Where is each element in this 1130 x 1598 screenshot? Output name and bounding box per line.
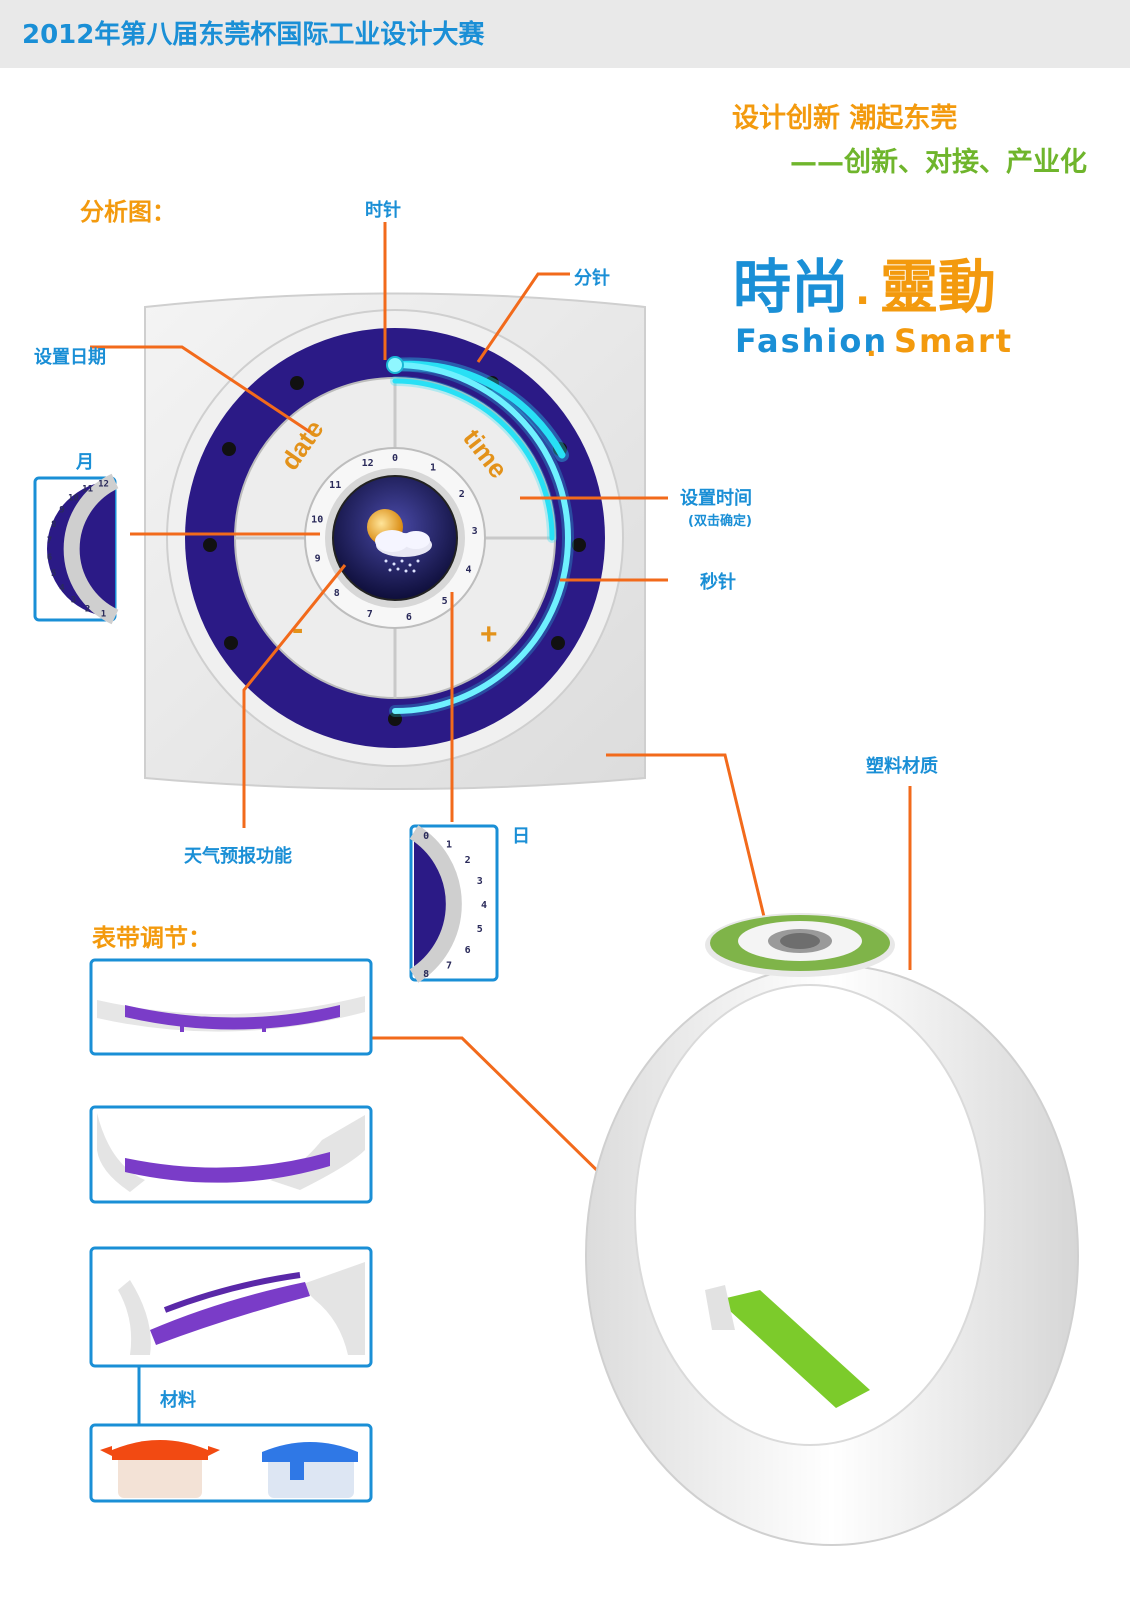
- strap-frame-1: [89, 958, 373, 1056]
- day-digit-0: 0: [423, 831, 429, 842]
- month-digit-6: 6: [47, 553, 52, 563]
- month-digit-4: 8: [51, 520, 56, 530]
- day-dial-numbers: 0 1 23 4 56 7 8: [423, 831, 487, 980]
- dial-digit-6: 6: [406, 612, 412, 623]
- headline-dot: .: [855, 268, 871, 314]
- day-digit-7: 7: [446, 961, 452, 972]
- month-digit-5: 7: [47, 536, 52, 546]
- label-weather: 天气预报功能: [184, 846, 292, 867]
- dial-digit-1: 1: [430, 463, 436, 474]
- weather-cloud-sun-icon: [367, 509, 432, 573]
- red-container-image: [100, 1440, 220, 1498]
- bracelet-render: [585, 913, 1079, 1546]
- blue-container-image: [262, 1442, 358, 1498]
- dial-digit-2: 2: [459, 489, 465, 500]
- month-digit-9: 3: [71, 596, 76, 606]
- month-digit-8: 4: [59, 584, 65, 594]
- dial-digit-8: 8: [334, 588, 340, 599]
- headline-en-smart: Smart: [894, 322, 1014, 360]
- dial-digit-0: 0: [392, 453, 398, 464]
- month-digit-2: 10: [68, 493, 79, 503]
- dial-digit-3: 3: [472, 526, 478, 537]
- dial-digit-4: 4: [465, 565, 471, 576]
- headline-cn-smart: 靈動: [880, 253, 997, 321]
- label-day: 日: [512, 826, 530, 847]
- dial-digit-11: 11: [329, 480, 341, 491]
- page-title: 2012年第八届东莞杯国际工业设计大赛: [22, 20, 485, 50]
- dial-digit-12: 12: [362, 458, 374, 469]
- slogan-line-2: ——创新、对接、产业化: [790, 147, 1087, 178]
- label-set-time: 设置时间: [680, 488, 752, 509]
- dial-minus-sign: -: [292, 610, 303, 648]
- month-digit-7: 5: [51, 569, 56, 579]
- header-bar: [0, 0, 1130, 68]
- label-hour-hand: 时针: [365, 200, 401, 221]
- label-second-hand: 秒针: [700, 572, 736, 593]
- analysis-section-title: 分析图：: [80, 198, 176, 226]
- day-digit-5: 5: [477, 924, 483, 935]
- dial-digit-9: 9: [315, 554, 321, 565]
- strap-section-title: 表带调节：: [92, 924, 212, 952]
- glow-hands: [388, 357, 574, 717]
- slogan-line-1: 设计创新 潮起东莞: [732, 103, 958, 134]
- label-minute-hand: 分针: [574, 268, 610, 289]
- month-digit-11: 1: [101, 610, 106, 620]
- label-set-date: 设置日期: [34, 347, 106, 368]
- hour-markers: [203, 376, 586, 726]
- day-digit-4: 4: [481, 900, 487, 911]
- month-digit-3: 9: [59, 505, 64, 515]
- hour-hand-knob: [386, 356, 404, 374]
- month-digit-0: 12: [98, 480, 109, 490]
- month-digit-10: 2: [85, 605, 90, 615]
- headline-en-fashion: Fashion: [735, 322, 889, 360]
- dial-digit-5: 5: [442, 596, 448, 607]
- month-digit-1: 11: [82, 485, 93, 495]
- label-set-time-note: (双击确定): [688, 514, 752, 529]
- dial-digit-10: 10: [311, 515, 323, 526]
- dial-plus-sign: +: [480, 618, 498, 651]
- label-plastic: 塑料材质: [866, 756, 938, 777]
- headline-cn-fashion: 時尚: [733, 253, 850, 321]
- day-digit-1: 1: [446, 839, 452, 850]
- dial-digit-7: 7: [367, 609, 373, 620]
- headline-en-dot: .: [866, 330, 877, 363]
- day-digit-3: 3: [477, 876, 483, 887]
- day-digit-2: 2: [465, 855, 471, 866]
- day-digit-6: 6: [465, 945, 471, 956]
- day-digit-8: 8: [423, 969, 429, 980]
- label-month: 月: [76, 452, 94, 473]
- material-label: 材料: [160, 1390, 196, 1411]
